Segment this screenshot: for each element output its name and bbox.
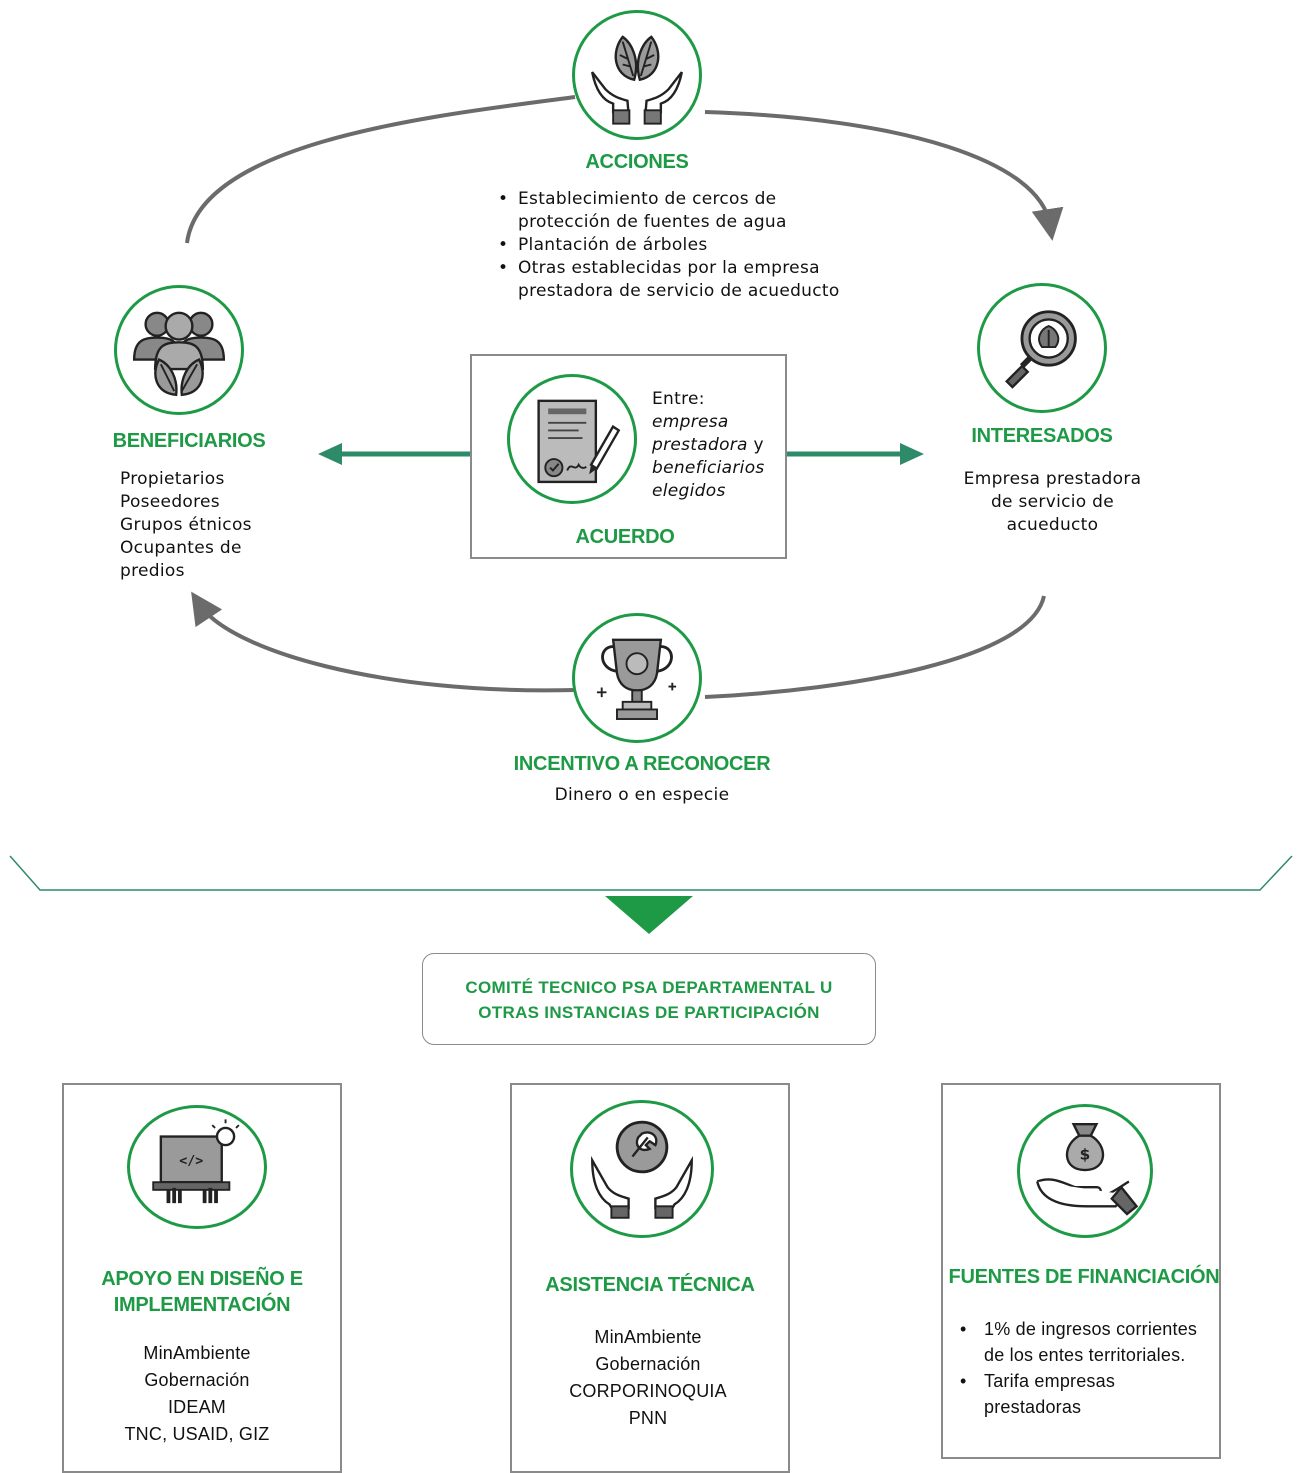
fuentes-list: 1% de ingresos corrientes de los entes t…: [958, 1316, 1216, 1420]
magnifier-leaf-icon: [977, 283, 1107, 413]
contract-signature-icon: [507, 374, 637, 504]
hands-leaves-icon: [572, 10, 702, 140]
acuerdo-text: Entre: empresa prestadora y beneficiario…: [652, 388, 782, 503]
acuerdo-line2: prestadora: [652, 435, 748, 455]
arrow-bottom-left: [191, 591, 576, 693]
cycle-arrows: [185, 95, 1064, 699]
fuentes-title: FUENTES DE FINANCIACIÓN: [948, 1266, 1220, 1288]
apoyo-item: Gobernación: [144, 1370, 250, 1390]
arrow-top-right: [704, 110, 1064, 241]
beneficiarios-list: Propietarios Poseedores Grupos étnicos O…: [120, 468, 270, 583]
apoyo-list: MinAmbiente Gobernación IDEAM TNC, USAID…: [62, 1340, 332, 1448]
apoyo-item: IDEAM: [167, 1397, 226, 1417]
beneficiario-item: Ocupantes de predios: [120, 538, 242, 581]
svg-text:$: $: [1080, 1146, 1091, 1164]
acciones-title: ACCIONES: [585, 151, 689, 173]
apoyo-title-line1: APOYO EN DISEÑO E: [101, 1268, 303, 1290]
acuerdo-title: ACUERDO: [575, 526, 675, 548]
down-arrow-icon: [605, 896, 693, 934]
asistencia-item: Gobernación: [595, 1354, 701, 1374]
interesados-text: Empresa prestadora de servicio de acuedu…: [963, 469, 1142, 535]
comite-line1: COMITÉ TECNICO PSA DEPARTAMENTAL U: [465, 978, 833, 997]
acciones-list: Establecimiento de cercos de protección …: [496, 188, 876, 303]
laptop-code-icon: </>: [127, 1105, 267, 1229]
hands-wrench-icon: [570, 1100, 714, 1238]
acciones-item: Establecimiento de cercos de protección …: [496, 188, 818, 234]
asistencia-list: MinAmbiente Gobernación CORPORINOQUIA PN…: [510, 1324, 786, 1432]
fuentes-item: Tarifa empresas prestadoras: [958, 1368, 1216, 1420]
apoyo-title: APOYO EN DISEÑO E IMPLEMENTACIÓN: [62, 1266, 342, 1318]
apoyo-item: TNC, USAID, GIZ: [124, 1424, 270, 1444]
acuerdo-line3: beneficiarios: [652, 458, 765, 478]
asistencia-item: PNN: [628, 1408, 668, 1428]
acuerdo-entre: Entre:: [652, 389, 705, 409]
comite-line2: OTRAS INSTANCIAS DE PARTICIPACIÓN: [478, 1003, 820, 1022]
incentivo-title: INCENTIVO A RECONOCER: [513, 753, 771, 775]
apoyo-item: MinAmbiente: [143, 1343, 251, 1363]
beneficiario-item: Propietarios: [120, 469, 225, 489]
bracket-divider: [9, 855, 1293, 934]
beneficiario-item: Poseedores: [120, 492, 220, 512]
beneficiarios-title: BENEFICIARIOS: [112, 430, 266, 452]
hand-money-bag-icon: $: [1017, 1104, 1153, 1238]
arrow-bottom-right: [704, 595, 1046, 699]
acuerdo-line1: empresa: [652, 412, 729, 432]
apoyo-title-line2: IMPLEMENTACIÓN: [113, 1294, 291, 1316]
asistencia-item: MinAmbiente: [594, 1327, 702, 1347]
svg-text:</>: </>: [179, 1154, 203, 1169]
arrow-top: [185, 95, 576, 244]
comite-box: COMITÉ TECNICO PSA DEPARTAMENTAL U OTRAS…: [422, 953, 876, 1045]
asistencia-item: CORPORINOQUIA: [569, 1381, 727, 1401]
people-leaves-icon: [114, 285, 244, 415]
asistencia-title: ASISTENCIA TÉCNICA: [545, 1274, 755, 1296]
interesados-title: INTERESADOS: [971, 425, 1113, 447]
acciones-item: Otras establecidas por la empresa presta…: [496, 257, 848, 303]
fuentes-item: 1% de ingresos corrientes de los entes t…: [958, 1316, 1216, 1368]
incentivo-text: Dinero o en especie: [554, 785, 730, 805]
beneficiario-item: Grupos étnicos: [120, 515, 252, 535]
acuerdo-y: y: [747, 435, 764, 455]
acciones-item: Plantación de árboles: [496, 234, 876, 257]
trophy-icon: [572, 613, 702, 743]
acuerdo-line4: elegidos: [652, 481, 726, 501]
